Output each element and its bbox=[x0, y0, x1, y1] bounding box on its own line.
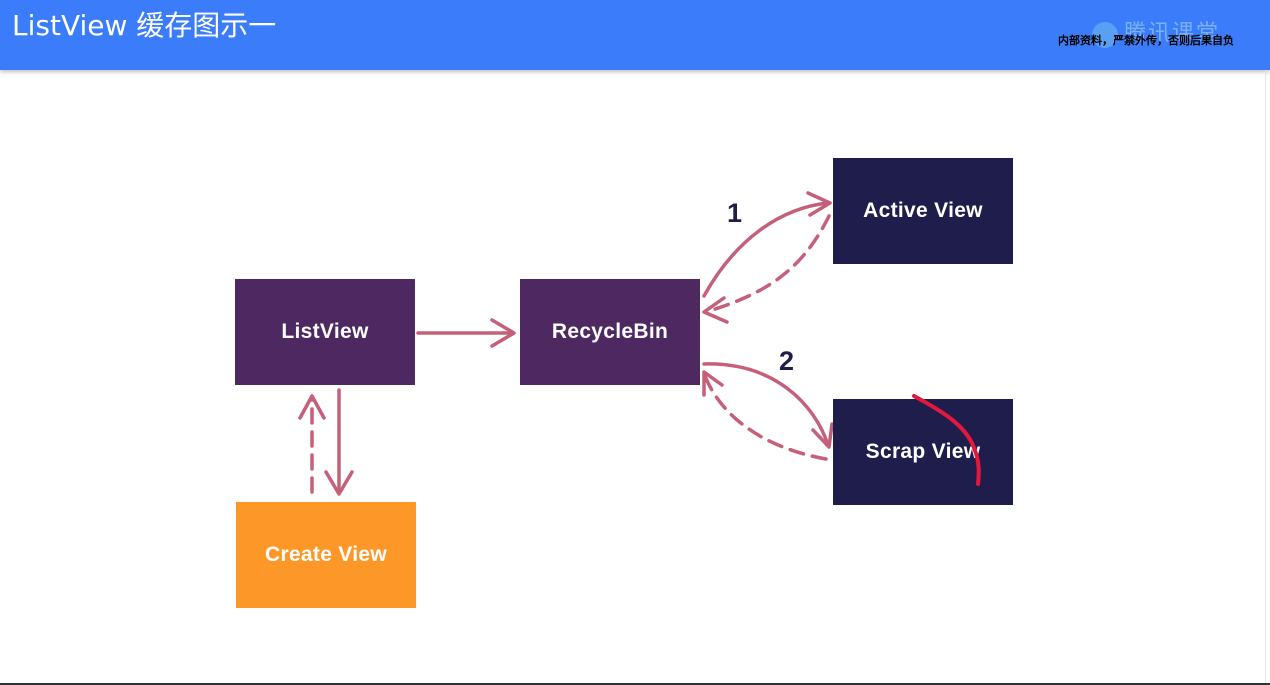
active-view-node: Active View bbox=[833, 158, 1013, 264]
scrap-view-node: Scrap View bbox=[833, 399, 1013, 505]
active-view-label: Active View bbox=[863, 199, 983, 222]
recyclebin-label: RecycleBin bbox=[551, 320, 669, 343]
header-bar: ListView 缓存图示一 腾讯课堂 内部资料，严禁外传，否则后果自负 bbox=[0, 0, 1270, 70]
bottom-border bbox=[0, 683, 1270, 685]
arrowhead-scrap-to-recyclebin bbox=[702, 370, 724, 397]
slide-edge bbox=[1265, 70, 1266, 683]
scrap-view-label: Scrap View bbox=[865, 440, 981, 463]
arrow-scrap-to-recyclebin bbox=[703, 374, 828, 461]
create-view-label: Create View bbox=[265, 543, 387, 566]
arrow-recyclebin-to-scrap bbox=[702, 362, 830, 447]
arrowhead-listview-to-recyclebin bbox=[490, 318, 516, 348]
listview-label: ListView bbox=[281, 320, 369, 343]
red-annotation-stroke bbox=[912, 394, 981, 486]
arrowhead-listview-to-create bbox=[324, 470, 354, 496]
arrowhead-create-to-listview bbox=[298, 394, 326, 420]
create-view-node: Create View bbox=[236, 502, 416, 608]
arrowhead-recyclebin-to-scrap bbox=[811, 422, 834, 449]
step-label-1: 1 bbox=[727, 198, 743, 228]
page-title: ListView 缓存图示一 bbox=[12, 9, 277, 42]
logo-text: 腾讯课堂 bbox=[1124, 21, 1221, 46]
arrowhead-active-to-recyclebin bbox=[702, 296, 729, 324]
recyclebin-node: RecycleBin bbox=[520, 279, 700, 385]
watermark-text: 内部资料，严禁外传，否则后果自负 bbox=[1058, 34, 1234, 47]
arrowhead-recyclebin-to-active bbox=[806, 191, 832, 217]
arrow-active-to-recyclebin bbox=[704, 214, 831, 314]
brand-logo: 腾讯课堂 bbox=[1092, 18, 1242, 52]
arrow-recyclebin-to-active bbox=[702, 201, 830, 298]
listview-node: ListView bbox=[235, 279, 415, 385]
step-label-2: 2 bbox=[779, 346, 795, 376]
logo-icon bbox=[1092, 22, 1118, 48]
